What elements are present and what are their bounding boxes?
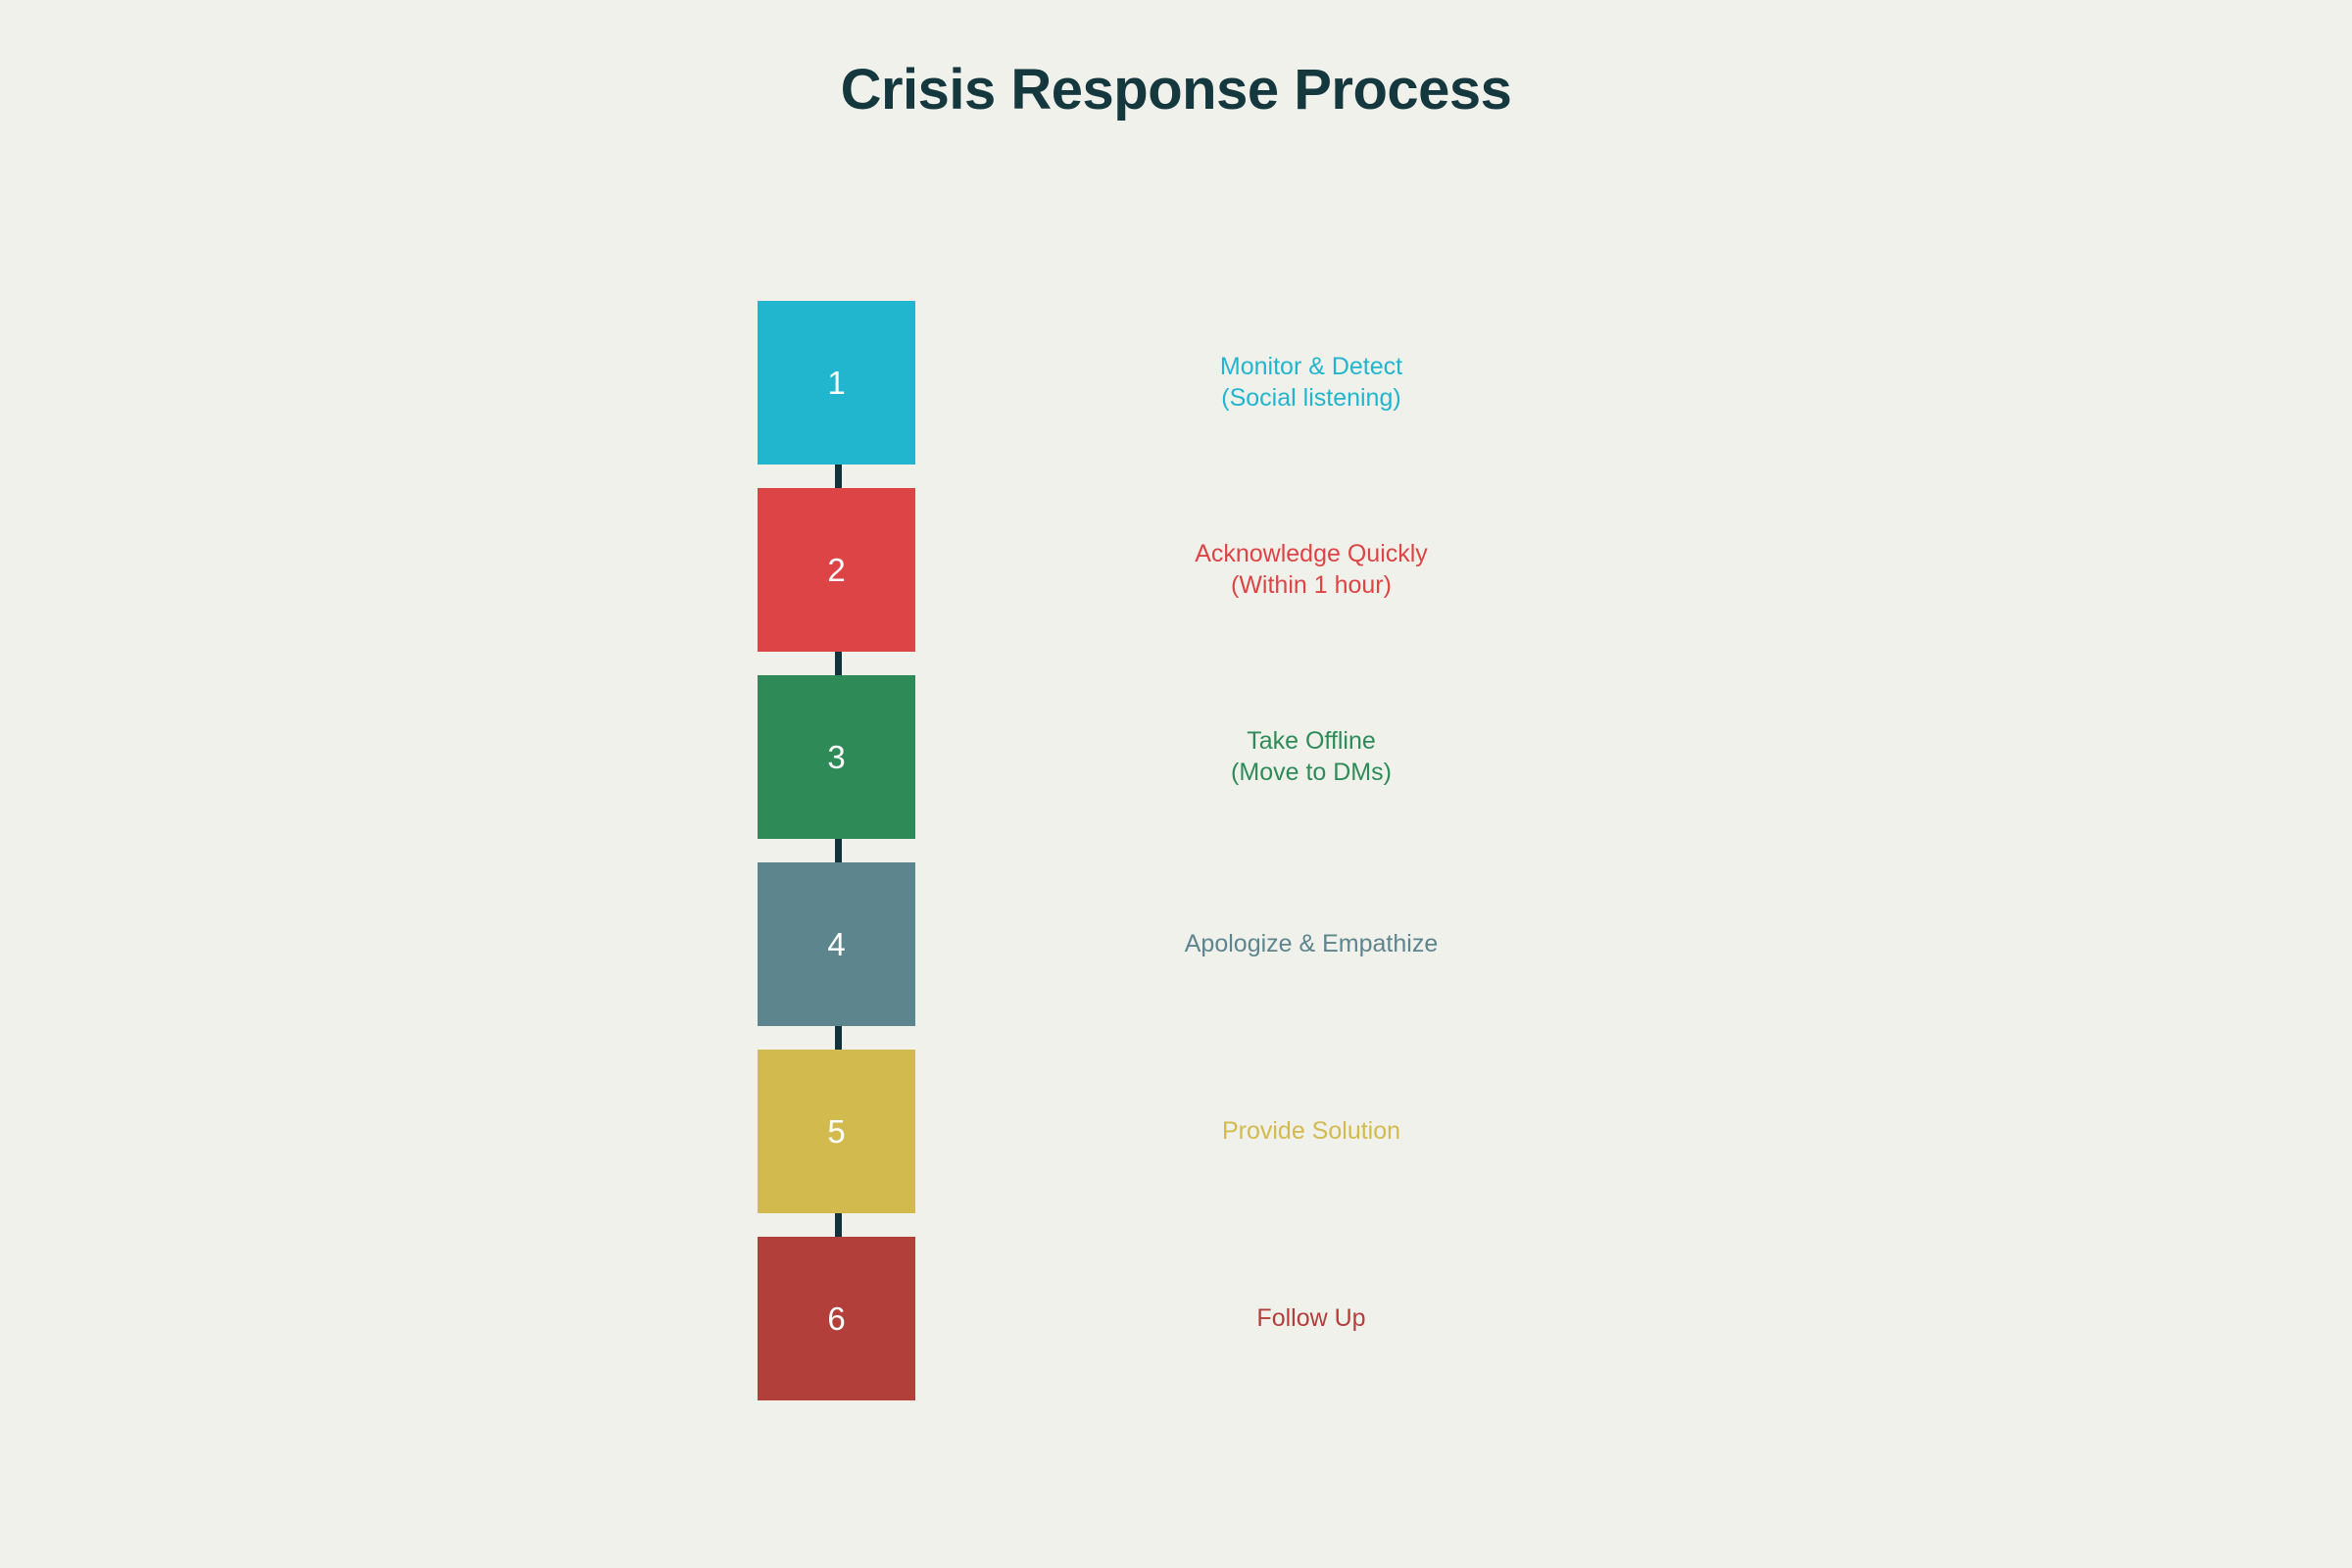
step-label-4: Apologize & Empathize: [1066, 862, 1556, 1026]
step-number: 3: [827, 739, 846, 775]
step-block-6[interactable]: 6: [758, 1237, 915, 1400]
step-connector-line: [835, 839, 842, 862]
step-number: 6: [827, 1300, 846, 1337]
step-label-5: Provide Solution: [1066, 1050, 1556, 1213]
step-row: 5 Provide Solution: [0, 1050, 2352, 1237]
step-block-1[interactable]: 1: [758, 301, 915, 465]
step-row: 3 Take Offline (Move to DMs): [0, 675, 2352, 862]
step-row: 1 Monitor & Detect (Social listening): [0, 301, 2352, 488]
page-title: Crisis Response Process: [840, 58, 1512, 122]
step-number: 5: [827, 1113, 846, 1150]
step-label-6: Follow Up: [1066, 1237, 1556, 1400]
step-label-2: Acknowledge Quickly (Within 1 hour): [1066, 488, 1556, 652]
step-block-3[interactable]: 3: [758, 675, 915, 839]
step-label-secondary: (Social listening): [1221, 383, 1401, 412]
step-number: 2: [827, 552, 846, 588]
step-label-primary: Take Offline: [1247, 727, 1376, 755]
step-number: 1: [827, 365, 846, 401]
step-connector-line: [835, 1026, 842, 1050]
step-label-secondary: (Within 1 hour): [1231, 570, 1392, 599]
step-label-3: Take Offline (Move to DMs): [1066, 675, 1556, 839]
step-block-2[interactable]: 2: [758, 488, 915, 652]
step-label-primary: Monitor & Detect: [1219, 353, 1403, 380]
step-row: 6 Follow Up: [0, 1237, 2352, 1400]
step-row: 4 Apologize & Empathize: [0, 862, 2352, 1050]
step-block-5[interactable]: 5: [758, 1050, 915, 1213]
step-label-primary: Apologize & Empathize: [1184, 929, 1439, 957]
step-connector-line: [835, 465, 842, 488]
crisis-response-flow-diagram: 1 Monitor & Detect (Social listening) 2 Ackn…: [0, 301, 2352, 1400]
step-label-1: Monitor & Detect (Social listening): [1066, 301, 1556, 465]
step-label-primary: Provide Solution: [1221, 1116, 1401, 1145]
step-label-primary: Acknowledge Quickly: [1195, 540, 1428, 567]
step-row: 2 Acknowledge Quickly (Within 1 hour): [0, 488, 2352, 675]
step-label-primary: Follow Up: [1256, 1303, 1366, 1332]
step-number: 4: [827, 926, 846, 962]
step-connector-line: [835, 1213, 842, 1237]
step-label-secondary: (Move to DMs): [1231, 758, 1392, 786]
step-connector-line: [835, 652, 842, 675]
step-block-4[interactable]: 4: [758, 862, 915, 1026]
